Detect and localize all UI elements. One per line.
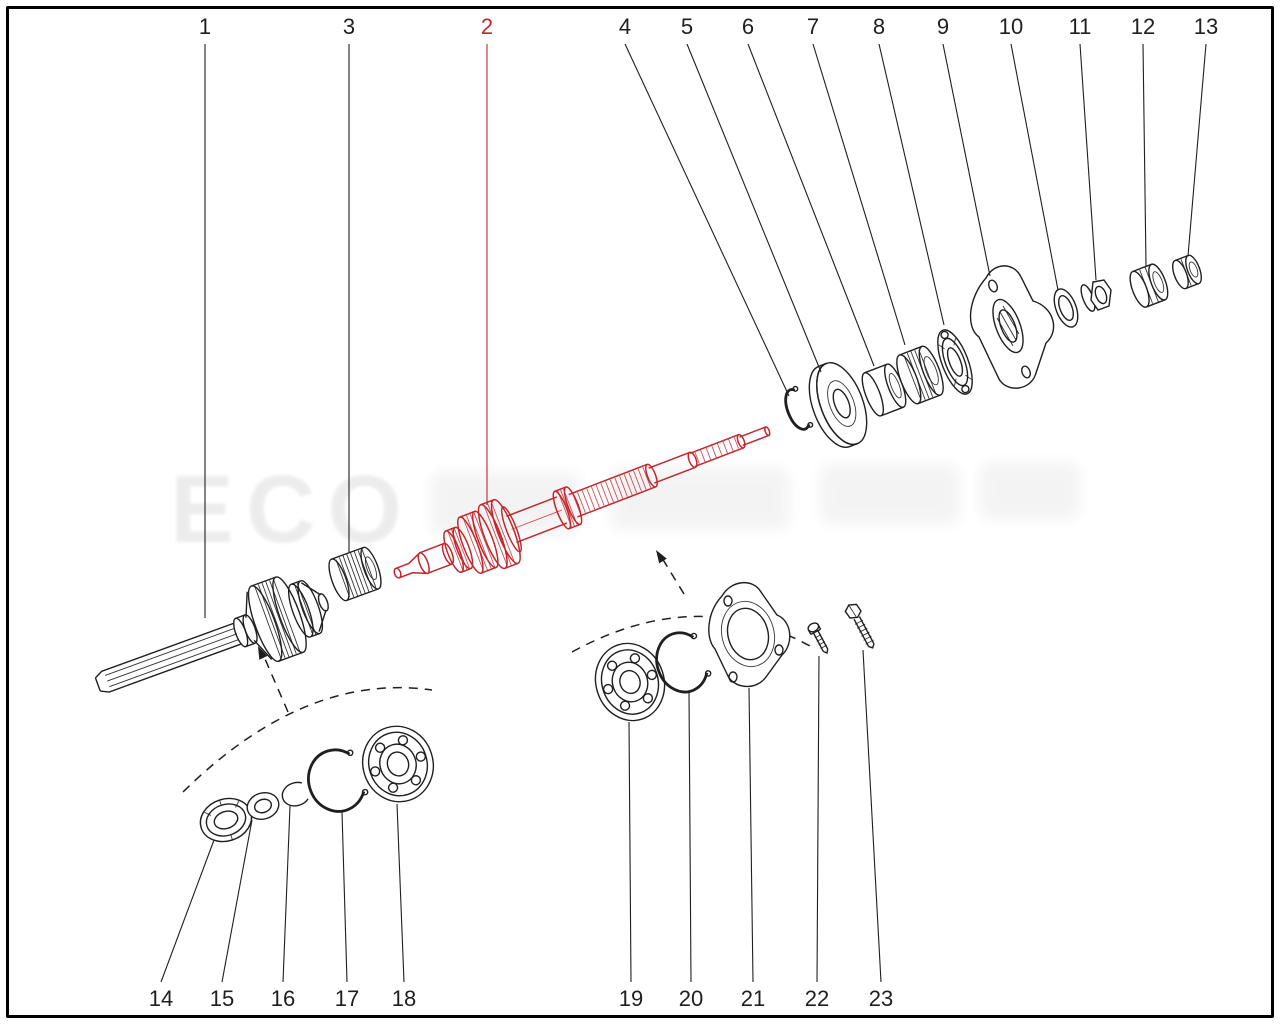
callout-label-1[interactable]: 1 <box>198 14 212 39</box>
dashed-arrow-line-left <box>261 651 289 713</box>
leader-line-18 <box>396 803 405 983</box>
callout-label-17[interactable]: 17 <box>334 986 360 1011</box>
callout-label-23[interactable]: 23 <box>868 986 894 1011</box>
callout-label-16[interactable]: 16 <box>270 986 296 1011</box>
leader-line-6 <box>747 43 875 367</box>
part-drawing-seal-ring <box>1053 288 1079 328</box>
part-drawing-needle-bearing <box>328 546 382 602</box>
callout-label-7[interactable]: 7 <box>806 14 820 39</box>
leader-line-17 <box>341 811 348 983</box>
leader-line-12 <box>1142 43 1147 267</box>
callout-label-20[interactable]: 20 <box>678 986 704 1011</box>
part-drawing-main-shaft <box>393 426 771 579</box>
part-drawing-bolt <box>844 603 875 649</box>
callout-label-10[interactable]: 10 <box>998 14 1024 39</box>
arrowhead-middle <box>656 550 667 564</box>
callout-label-4[interactable]: 4 <box>618 14 632 39</box>
callout-label-13[interactable]: 13 <box>1193 14 1219 39</box>
leader-line-16 <box>282 805 291 983</box>
callout-label-12[interactable]: 12 <box>1130 14 1156 39</box>
part-drawing-washer-small <box>246 791 280 821</box>
part-drawing-ball-bearing-rear <box>594 642 666 722</box>
callout-label-6[interactable]: 6 <box>741 14 755 39</box>
callout-label-22[interactable]: 22 <box>804 986 830 1011</box>
callout-label-15[interactable]: 15 <box>209 986 235 1011</box>
part-drawing-gasket-plate <box>708 582 791 688</box>
part-drawing-washer-disc <box>808 362 868 448</box>
watermark-blur-block <box>610 468 790 530</box>
dashed-arc-lower-middle <box>571 615 811 653</box>
part-drawing-ball-bearing-input <box>362 725 434 803</box>
watermark-blur-block <box>980 462 1080 520</box>
leader-line-5 <box>686 43 822 373</box>
leader-line-19 <box>628 721 632 983</box>
part-drawing-bushing <box>1129 263 1169 308</box>
part-drawing-snap-ring-shaft <box>784 385 814 431</box>
leader-lines-top <box>204 43 1207 618</box>
part-drawing-snap-ring-small <box>281 781 309 807</box>
assembly-guides <box>182 550 811 793</box>
callout-label-19[interactable]: 19 <box>618 986 644 1011</box>
part-drawing-hex-nut <box>1080 279 1112 312</box>
leader-line-13 <box>1187 43 1207 257</box>
callout-label-8[interactable]: 8 <box>872 14 886 39</box>
watermark: ECO <box>170 456 1080 563</box>
leader-line-15 <box>221 819 253 983</box>
leader-line-22 <box>816 655 820 983</box>
leader-line-14 <box>160 839 215 983</box>
callout-label-14[interactable]: 14 <box>148 986 174 1011</box>
part-drawing-input-shaft <box>94 576 329 693</box>
part-drawing-roller-bearing <box>896 345 944 405</box>
part-drawing-small-screw <box>807 622 829 654</box>
leader-line-11 <box>1079 43 1097 281</box>
leader-lines-bottom <box>160 649 882 983</box>
watermark-text: ECO <box>170 456 414 563</box>
callout-label-21[interactable]: 21 <box>740 986 766 1011</box>
leader-line-10 <box>1010 43 1059 291</box>
callout-label-2-highlighted[interactable]: 2 <box>480 14 494 39</box>
leader-line-7 <box>812 43 906 346</box>
leader-line-8 <box>878 43 945 326</box>
callout-label-9[interactable]: 9 <box>936 14 950 39</box>
leader-line-9 <box>942 43 991 277</box>
part-drawing-ball-bearing-shaft <box>937 329 973 395</box>
leader-line-20 <box>688 691 692 983</box>
leader-line-21 <box>748 687 754 983</box>
callout-label-5[interactable]: 5 <box>680 14 694 39</box>
part-drawing-spacer <box>861 363 907 417</box>
dashed-arrow-line-middle <box>661 557 685 595</box>
part-drawing-end-nut <box>1172 254 1202 290</box>
callout-label-11[interactable]: 11 <box>1068 14 1092 39</box>
dashed-arc-lower-left <box>182 686 433 793</box>
leader-line-4 <box>624 43 790 397</box>
leader-line-23 <box>862 649 882 983</box>
callout-label-3[interactable]: 3 <box>342 14 356 39</box>
callout-label-18[interactable]: 18 <box>391 986 417 1011</box>
part-drawing-flange-bracket <box>969 265 1055 389</box>
arrowhead-left <box>258 646 268 660</box>
part-drawing-snap-ring-rear <box>655 631 712 694</box>
watermark-blur-block <box>820 464 960 524</box>
part-drawing-snap-ring-large <box>307 748 369 813</box>
